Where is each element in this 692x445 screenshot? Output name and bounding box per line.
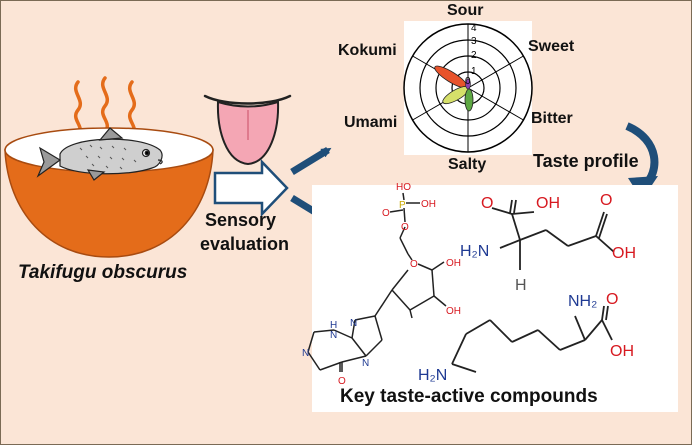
pufferfish-icon bbox=[36, 127, 163, 181]
imp-o-ring: O bbox=[410, 259, 418, 270]
imp-p: P bbox=[399, 200, 406, 211]
imp-n3: N bbox=[350, 318, 357, 329]
glu-oh2: OH bbox=[612, 245, 636, 262]
arrow-to-radar-icon bbox=[290, 147, 332, 175]
hollow-arrow-icon bbox=[213, 158, 289, 218]
lys-oh: OH bbox=[610, 343, 634, 360]
lysine-atom-labels: NH₂ O OH H₂N bbox=[418, 291, 634, 384]
imp-oh-1: OH bbox=[446, 258, 461, 269]
sensory-label-line2: evaluation bbox=[200, 234, 290, 254]
glu-oh1: OH bbox=[536, 195, 560, 212]
axis-label-bitter: Bitter bbox=[531, 110, 573, 127]
imp-ho: HO bbox=[396, 182, 411, 193]
imp-structure bbox=[307, 192, 447, 372]
glutamate-atom-labels: O OH O OH H₂N H bbox=[460, 192, 636, 294]
imp-n1: N bbox=[330, 330, 337, 341]
species-label: Takifugu obscurus bbox=[18, 262, 188, 283]
lysine-structure bbox=[451, 305, 613, 373]
taste-profile-label: Taste profile bbox=[533, 151, 639, 171]
imp-atom-labels: HO P OH O O O OH OH H N N N N O bbox=[302, 182, 461, 387]
compounds-label: Key taste-active compounds bbox=[340, 386, 598, 407]
axis-label-kokumi: Kokumi bbox=[338, 42, 397, 59]
lys-nh2-end: H₂N bbox=[418, 367, 447, 384]
imp-n2: N bbox=[302, 348, 309, 359]
radar-tick-3: 3 bbox=[471, 36, 477, 47]
sensory-label-line1: Sensory bbox=[205, 210, 277, 230]
axis-label-salty: Salty bbox=[448, 156, 487, 173]
glutamate-structure bbox=[491, 199, 615, 270]
imp-o-p: O bbox=[382, 208, 390, 219]
radar-chart: 1 2 3 4 0 bbox=[403, 21, 533, 155]
tongue-icon bbox=[203, 94, 292, 166]
imp-oh-p: OH bbox=[421, 199, 436, 210]
lys-nh2-top: NH₂ bbox=[568, 293, 597, 310]
axis-label-umami: Umami bbox=[344, 114, 398, 131]
axis-label-sour: Sour bbox=[447, 2, 484, 19]
imp-o-link: O bbox=[401, 222, 409, 233]
glu-o2: O bbox=[600, 192, 612, 209]
lys-o: O bbox=[606, 291, 618, 308]
imp-oh-2: OH bbox=[446, 306, 461, 317]
imp-o-base: O bbox=[338, 376, 346, 387]
radar-tick-1: 1 bbox=[471, 66, 477, 77]
radar-zero: 0 bbox=[465, 76, 471, 87]
radar-tick-2: 2 bbox=[471, 50, 477, 61]
axis-label-sweet: Sweet bbox=[528, 38, 575, 55]
glu-o1: O bbox=[481, 195, 493, 212]
compounds-panel bbox=[312, 185, 678, 412]
glu-h: H bbox=[515, 277, 527, 294]
imp-n4: N bbox=[362, 358, 369, 369]
glu-nh2: H₂N bbox=[460, 243, 489, 260]
radar-tick-4: 4 bbox=[471, 23, 477, 34]
imp-h: H bbox=[330, 320, 337, 331]
